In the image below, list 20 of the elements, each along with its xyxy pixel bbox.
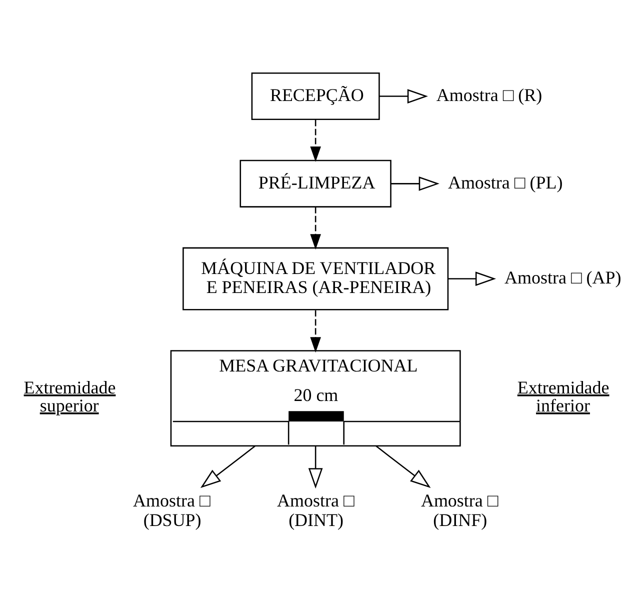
node-text: Amostra □ (DINF) xyxy=(420,490,498,530)
node-box: MÁQUINA DE VENTILADOR E PENEIRAS (AR-PENEIRA) xyxy=(182,247,449,310)
node-box: PRÉ-LIMPEZA xyxy=(240,160,392,208)
node-box: RECEPÇÃO xyxy=(251,72,380,120)
node-text: Amostra □ (DSUP) xyxy=(133,490,210,530)
arrow xyxy=(310,120,321,162)
node-text: Amostra □ (R) xyxy=(436,85,542,106)
arrow xyxy=(308,446,323,489)
label: Extremidade inferior xyxy=(517,377,610,416)
arrow xyxy=(390,176,440,191)
label: Extremidade superior xyxy=(24,377,116,416)
node-text: Amostra □ (PL) xyxy=(448,172,563,192)
node-text: Amostra □ (AP) xyxy=(504,268,622,288)
arrow xyxy=(376,446,431,488)
node-text: Amostra □ (DINT) xyxy=(277,490,354,530)
arrow xyxy=(310,206,321,250)
arrow xyxy=(379,89,428,104)
arrow xyxy=(448,272,496,286)
arrow xyxy=(310,310,321,353)
arrow xyxy=(200,446,256,488)
